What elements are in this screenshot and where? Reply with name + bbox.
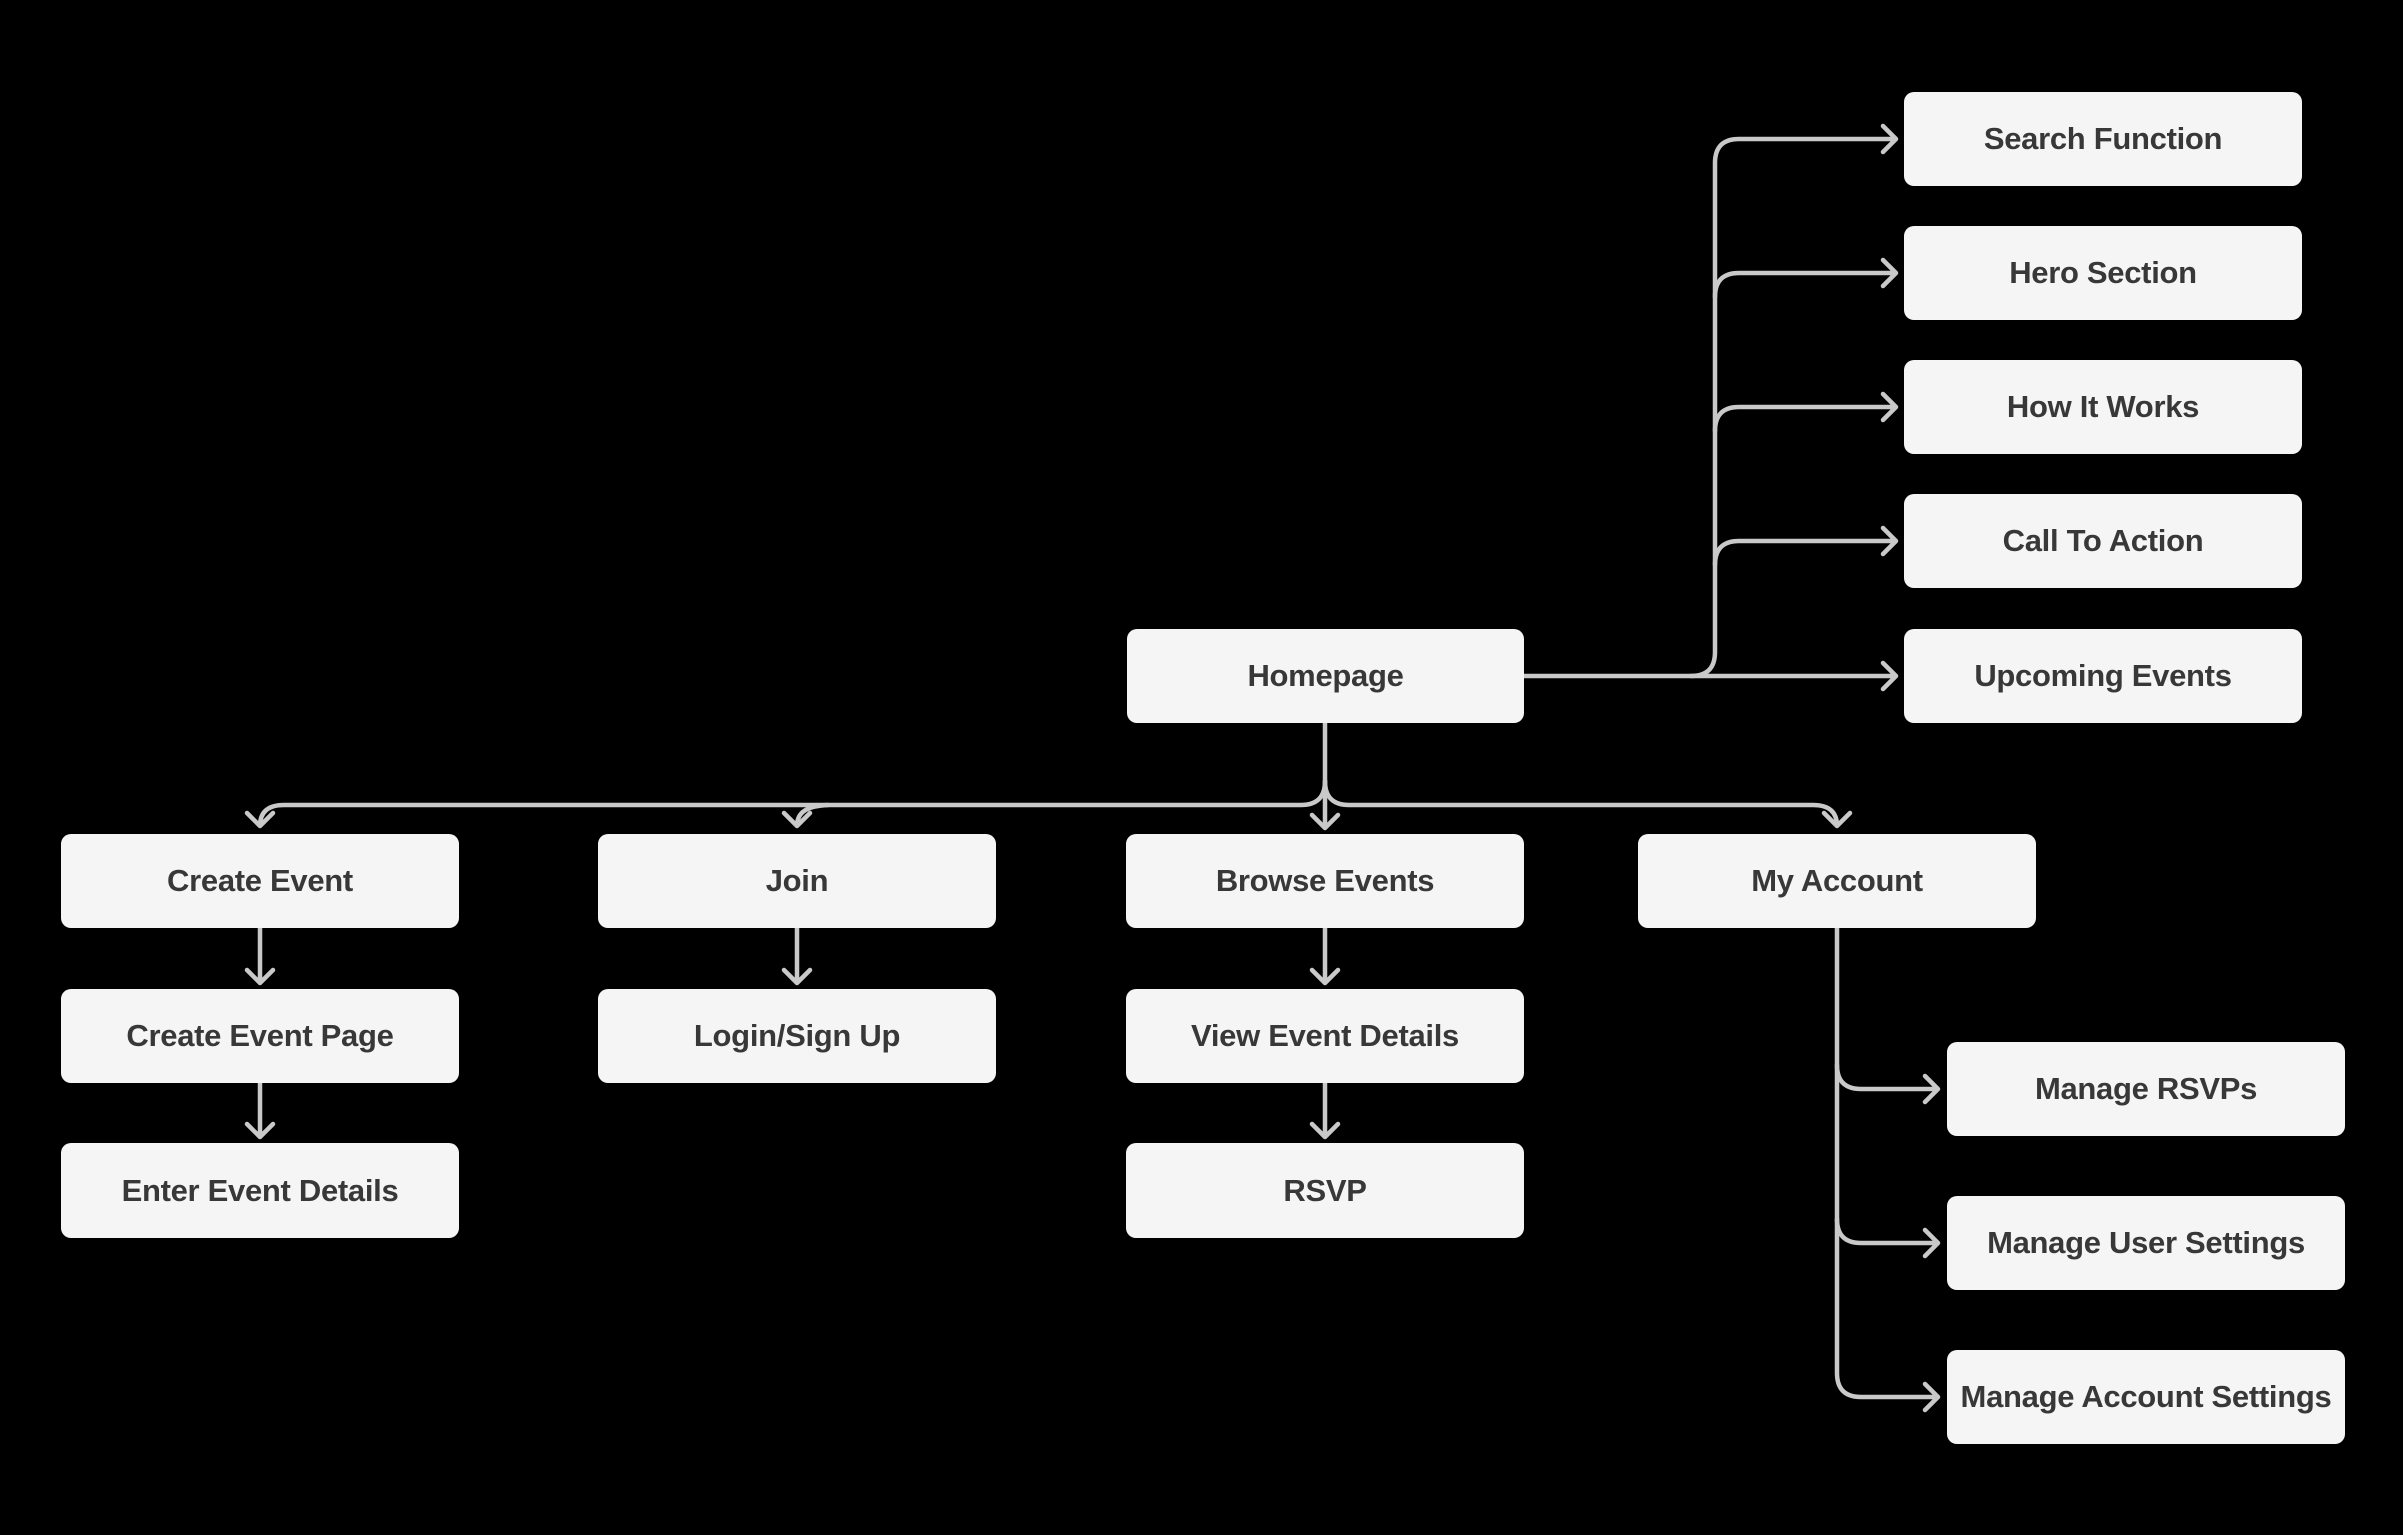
node-label: My Account <box>1751 863 1923 898</box>
node-how-it-works[interactable]: How It Works <box>1904 360 2302 454</box>
node-my-account[interactable]: My Account <box>1638 834 2036 928</box>
node-label: Hero Section <box>2009 255 2197 290</box>
node-label: Homepage <box>1247 658 1404 693</box>
edge-homepage-join <box>781 802 831 829</box>
node-enter-event-details[interactable]: Enter Event Details <box>61 1143 459 1238</box>
edge-homepage-upcoming-events <box>1521 660 1899 692</box>
node-label: Call To Action <box>2002 523 2204 558</box>
node-label: How It Works <box>2006 389 2200 424</box>
edge-homepage-browse-events <box>1309 720 1341 831</box>
node-label: Login/Sign Up <box>693 1018 901 1053</box>
node-login-sign-up[interactable]: Login/Sign Up <box>598 989 996 1083</box>
node-manage-rsvps[interactable]: Manage RSVPs <box>1947 1042 2345 1136</box>
edge-join-login-sign-up <box>781 925 813 986</box>
node-label: Browse Events <box>1215 863 1435 898</box>
node-view-event-details[interactable]: View Event Details <box>1126 989 1524 1083</box>
node-label: Manage RSVPs <box>2034 1071 2258 1106</box>
node-label: View Event Details <box>1191 1018 1459 1053</box>
edge-homepage-my-account <box>1322 778 1853 829</box>
node-manage-user-settings[interactable]: Manage User Settings <box>1947 1196 2345 1290</box>
node-label: Upcoming Events <box>1974 658 2232 693</box>
node-label: RSVP <box>1283 1172 1367 1208</box>
node-label: Search Function <box>1983 121 2223 156</box>
node-call-to-action[interactable]: Call To Action <box>1904 494 2302 588</box>
node-manage-account-settings[interactable]: Manage Account Settings <box>1947 1350 2345 1444</box>
edge-create-event-page-enter-event-details <box>244 1080 276 1140</box>
edge-homepage-call-to-action <box>1712 525 1899 568</box>
edge-create-event-create-event-page <box>244 925 276 986</box>
node-create-event-page[interactable]: Create Event Page <box>61 989 459 1083</box>
node-search-function[interactable]: Search Function <box>1904 92 2302 186</box>
node-homepage[interactable]: Homepage <box>1127 629 1524 723</box>
node-label: Manage User Settings <box>1987 1225 2305 1260</box>
node-label: Create Event <box>167 863 353 898</box>
node-label: Enter Event Details <box>121 1172 399 1208</box>
edge-homepage-search-function <box>1688 123 1899 679</box>
node-rsvp[interactable]: RSVP <box>1126 1143 1524 1238</box>
edge-homepage-how-it-works <box>1712 391 1899 434</box>
edge-my-account-manage-account-settings <box>1834 925 1941 1413</box>
node-label: Join <box>765 863 829 898</box>
edge-my-account-manage-rsvps <box>1834 1062 1941 1105</box>
node-upcoming-events[interactable]: Upcoming Events <box>1904 629 2302 723</box>
node-create-event[interactable]: Create Event <box>61 834 459 928</box>
edge-view-event-details-rsvp <box>1309 1080 1341 1140</box>
node-hero-section[interactable]: Hero Section <box>1904 226 2302 320</box>
node-browse-events[interactable]: Browse Events <box>1126 834 1524 928</box>
node-label: Create Event Page <box>126 1018 394 1053</box>
edge-my-account-manage-user-settings <box>1834 1216 1941 1259</box>
node-join[interactable]: Join <box>598 834 996 928</box>
node-label: Manage Account Settings <box>1960 1379 2332 1414</box>
edge-browse-events-view-event-details <box>1309 925 1341 986</box>
edge-homepage-hero-section <box>1712 257 1899 300</box>
edge-homepage-create-event <box>244 778 1328 829</box>
